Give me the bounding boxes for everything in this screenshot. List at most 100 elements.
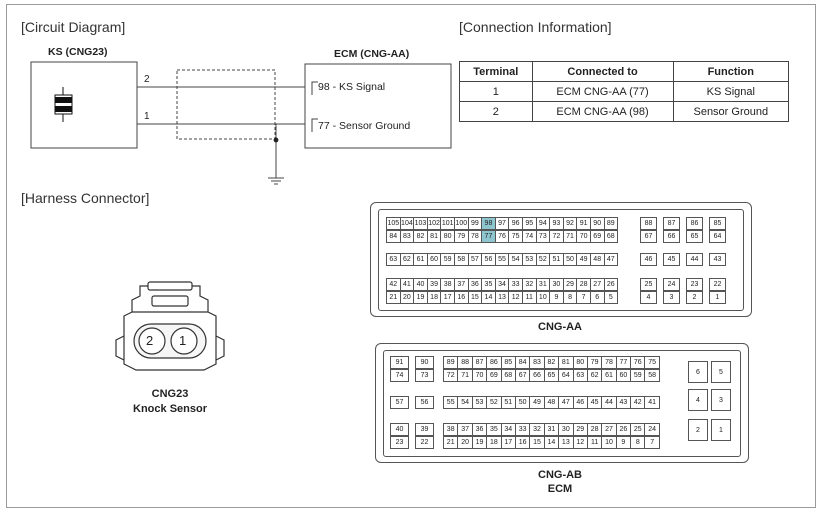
pin-row: 57 56: [390, 396, 434, 409]
pin-cell: 41: [644, 396, 660, 409]
pin-cell: 65: [686, 230, 703, 243]
pin-cell: 2: [686, 291, 703, 304]
pin-cell: 88: [457, 356, 473, 369]
pin-cell: 46: [572, 396, 588, 409]
pin-cell: 16: [453, 291, 469, 304]
pin-cell: 90: [415, 356, 434, 369]
pin-cell: 59: [630, 369, 646, 382]
pin-cell: 74: [521, 230, 537, 243]
table-row: 1 ECM CNG-AA (77) KS Signal: [459, 81, 790, 102]
pin-cell: 41: [399, 278, 415, 291]
table-cell: 1: [459, 81, 533, 102]
pin-cell: 22: [709, 278, 726, 291]
pin-cell: 1: [709, 291, 726, 304]
ks-pin-2-label: 2: [144, 74, 150, 85]
pin-cell: 93: [549, 217, 564, 230]
pin-cell: 56: [415, 396, 434, 409]
pin-cell: 61: [413, 253, 428, 266]
pin-cell: 21: [386, 291, 401, 304]
pin-cell: 94: [535, 217, 551, 230]
pin-cell: 85: [500, 356, 516, 369]
pin-cell: 23: [390, 436, 409, 449]
pin-cell: 71: [562, 230, 578, 243]
pin-cell: 80: [440, 230, 455, 243]
pin-cell: 82: [543, 356, 560, 369]
pin-cell: 50: [562, 253, 578, 266]
pin-cell: 35: [486, 423, 502, 436]
pin-cell: 57: [390, 396, 409, 409]
harness-connector-title: [Harness Connector]: [21, 190, 150, 206]
pin-cell: 17: [440, 291, 455, 304]
pin-cell: 86: [486, 356, 502, 369]
pin-cell: 53: [521, 253, 537, 266]
pin-cell: 53: [471, 396, 488, 409]
pin-cell: 13: [558, 436, 574, 449]
header-connected-to: Connected to: [531, 61, 674, 82]
pin-cell: 16: [514, 436, 531, 449]
pin-cell: 17: [500, 436, 516, 449]
pin-cell: 71: [457, 369, 473, 382]
ks-pin-1-label: 1: [144, 111, 150, 122]
pin-cell: 32: [521, 278, 537, 291]
pin-cell: 76: [494, 230, 510, 243]
pin-cell: 67: [640, 230, 657, 243]
pin-cell: 34: [500, 423, 516, 436]
pin-cell: 84: [386, 230, 401, 243]
ks-pin-2-circle: [138, 327, 166, 355]
pin-cell: 37: [457, 423, 473, 436]
pin-cell: 10: [601, 436, 617, 449]
pin-cell: 26: [603, 278, 619, 291]
pin-cell: 87: [471, 356, 488, 369]
pin-cell: 62: [586, 369, 603, 382]
pin-cell: 88: [640, 217, 657, 230]
ks-connector-pin-1: 1: [179, 333, 187, 348]
ecm-box: [304, 63, 452, 149]
pin-cell: 13: [494, 291, 510, 304]
pin-cell: 70: [576, 230, 591, 243]
pin-cell: 29: [562, 278, 578, 291]
pin-cell: 97: [494, 217, 510, 230]
pin-cell: 30: [549, 278, 564, 291]
pin-cell: 89: [603, 217, 619, 230]
pin-cell: 85: [709, 217, 726, 230]
pin-cell: 45: [586, 396, 603, 409]
pin-cell: 61: [601, 369, 617, 382]
pin-cell: 19: [471, 436, 488, 449]
pin-cell: 51: [549, 253, 564, 266]
pin-cell: 83: [399, 230, 415, 243]
pin-cell: 50: [514, 396, 531, 409]
pin-cell: 105: [386, 217, 401, 230]
shield-ground-junction: [273, 137, 279, 143]
table-row: 2 ECM CNG-AA (98) Sensor Ground: [459, 101, 790, 122]
pin-cell: 28: [576, 278, 591, 291]
pin-cell: 72: [443, 369, 459, 382]
pin-cell: 104: [399, 217, 415, 230]
pin-cell: 38: [440, 278, 455, 291]
pin-cell: 63: [386, 253, 401, 266]
pin-cell: 33: [514, 423, 531, 436]
connection-info-title: [Connection Information]: [459, 19, 612, 35]
pin-cell: 58: [453, 253, 469, 266]
pin-cell: 60: [615, 369, 632, 382]
pin-cell: 30: [558, 423, 574, 436]
pin-cell: 73: [535, 230, 551, 243]
pin-cell: 81: [426, 230, 442, 243]
pin-cell: 81: [558, 356, 574, 369]
pin-cell: 38: [443, 423, 459, 436]
table-cell: ECM CNG-AA (77): [531, 81, 674, 102]
pin-cell: 98: [481, 217, 496, 230]
pin-cell: 37: [453, 278, 469, 291]
pin-cell: 44: [686, 253, 703, 266]
pin-cell: 6: [688, 361, 708, 383]
connection-table: Terminal Connected to Function 1 ECM CNG…: [459, 61, 790, 122]
pin-cell: 51: [500, 396, 516, 409]
pin-cell: 9: [615, 436, 632, 449]
pin-cell: 39: [426, 278, 442, 291]
